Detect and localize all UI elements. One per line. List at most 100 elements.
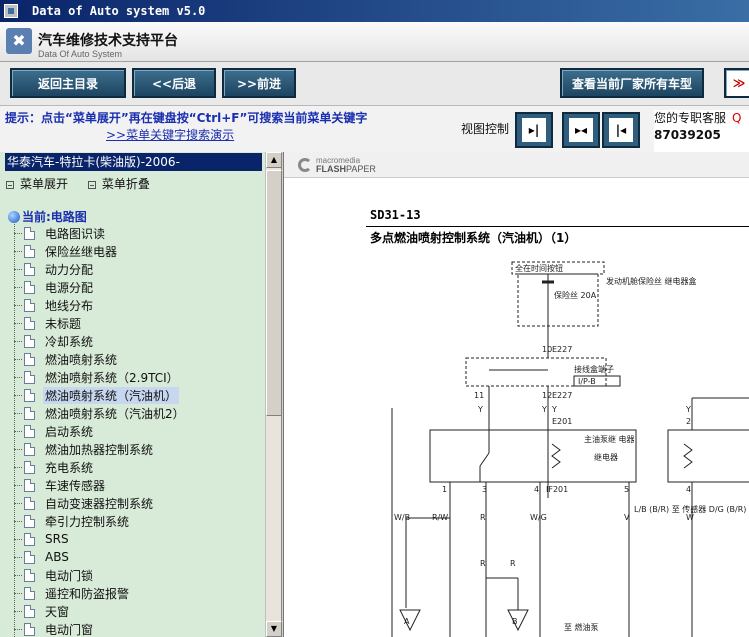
sidebar-item-label: 电动门窗 — [45, 622, 94, 637]
all-models-button[interactable]: 查看当前厂家所有车型 — [560, 68, 704, 98]
label-pin-y1: Y — [477, 405, 483, 414]
sidebar-item[interactable]: 未标题 — [10, 314, 264, 332]
label-connector: I/P-B — [578, 377, 596, 386]
scroll-thumb[interactable] — [266, 170, 282, 416]
forward-button[interactable]: >>前进 — [222, 68, 296, 98]
label-ground-a: A — [404, 617, 410, 626]
document-icon — [24, 226, 35, 240]
support-phone: 87039205 — [654, 128, 721, 142]
expand-box-icon — [6, 180, 14, 189]
document-icon — [24, 604, 35, 618]
sidebar-item[interactable]: 电路图识读 — [10, 224, 264, 242]
tree-connector — [14, 484, 22, 486]
app-subtitle: Data Of Auto System — [38, 49, 123, 59]
label-ground-b: B — [512, 617, 518, 626]
tools-logo-icon: ✖ — [6, 28, 32, 54]
document-icon — [24, 532, 35, 546]
flashpaper-logo-icon — [298, 158, 312, 172]
support-qq-link[interactable]: Q — [732, 111, 742, 125]
view-right-button[interactable]: ▸| — [515, 112, 553, 148]
sidebar-item[interactable]: 燃油喷射系统 — [10, 350, 264, 368]
document-icon — [24, 622, 35, 636]
document-icon — [24, 352, 35, 366]
app-title: 汽车维修技术支持平台 — [38, 33, 178, 49]
sidebar-item[interactable]: 遥控和防盗报警 — [10, 584, 264, 602]
sidebar-item[interactable]: 充电系统 — [10, 458, 264, 476]
sidebar-item-label: ABS — [45, 550, 69, 564]
search-tip: 提示：点击“菜单展开”再在键盘按“Ctrl+F”可搜索当前菜单关键字 — [5, 111, 368, 125]
menu-sidebar: 华泰汽车-特拉卡(柴油版)-2006- 菜单展开 菜单折叠 当前:电路图 电路图… — [0, 152, 282, 637]
menu-expand-toggle[interactable]: 菜单展开 — [6, 177, 76, 191]
flashpaper-brand-sub: PAPER — [346, 164, 376, 174]
view-center-button[interactable]: ▸◂ — [562, 112, 600, 148]
sidebar-item[interactable]: 天窗 — [10, 602, 264, 620]
sidebar-item[interactable]: 电源分配 — [10, 278, 264, 296]
label-note: L/B (B/R) 至 传感器 D/G (B/R) 喷射器 — [634, 504, 749, 514]
sidebar-item[interactable]: 燃油喷射系统（汽油机） — [10, 386, 264, 404]
tree-connector — [14, 250, 22, 252]
home-button[interactable]: 返回主目录 — [10, 68, 126, 98]
sidebar-item[interactable]: ABS — [10, 548, 264, 566]
sidebar-item[interactable]: 车速传感器 — [10, 476, 264, 494]
sidebar-item[interactable]: 牵引力控制系统 — [10, 512, 264, 530]
sidebar-item[interactable]: 保险丝继电器 — [10, 242, 264, 260]
sidebar-item[interactable]: SRS — [10, 530, 264, 548]
sidebar-item-label: 牵引力控制系统 — [45, 514, 130, 529]
sidebar-item-label: 遥控和防盗报警 — [45, 586, 130, 601]
search-demo-link[interactable]: >>菜单关键字搜索演示 — [106, 128, 235, 142]
flashpaper-logo: macromedia FLASHPAPER — [298, 156, 376, 174]
sidebar-item-label: 电动门锁 — [45, 568, 94, 583]
tree-connector — [14, 520, 22, 522]
scroll-down-icon[interactable]: ▼ — [266, 621, 282, 637]
label-wb: W/B — [394, 513, 410, 522]
app-icon[interactable] — [4, 4, 18, 18]
sidebar-item[interactable]: 自动变速器控制系统 — [10, 494, 264, 512]
view-left-button[interactable]: |◂ — [602, 112, 640, 148]
menu-tree: 电路图识读保险丝继电器动力分配电源分配地线分布未标题冷却系统燃油喷射系统燃油喷射… — [10, 224, 264, 637]
sidebar-item-label: 车速传感器 — [45, 478, 106, 493]
sidebar-item-label: 充电系统 — [45, 460, 94, 475]
label-pin-5: 5 — [624, 485, 629, 494]
document-icon — [24, 550, 35, 564]
label-relay-note: 主油泵继 电器 — [584, 434, 635, 444]
more-button[interactable]: ≫ — [724, 68, 749, 98]
right-relay-box — [667, 429, 749, 483]
tree-connector — [14, 466, 22, 468]
sidebar-item[interactable]: 燃油喷射系统（2.9TCI） — [10, 368, 264, 386]
label-pin-4: 4 — [534, 485, 539, 494]
label-wg: W/G — [530, 513, 547, 522]
current-category[interactable]: 当前:电路图 — [8, 208, 87, 225]
sidebar-scrollbar[interactable]: ▲ ▼ — [265, 152, 282, 637]
scroll-up-icon[interactable]: ▲ — [266, 152, 282, 168]
label-pin-2: 2 — [686, 417, 691, 426]
label-if201: IF201 — [546, 485, 568, 494]
document-icon — [24, 316, 35, 330]
tree-connector — [14, 448, 22, 450]
label-sv: V — [624, 513, 630, 522]
back-button[interactable]: <<后退 — [132, 68, 216, 98]
label-fuse-note: 发动机舱保险丝 继电器盒 — [606, 276, 697, 286]
label-fuse: 保险丝 20A — [554, 290, 597, 300]
sidebar-item[interactable]: 燃油喷射系统（汽油机2） — [10, 404, 264, 422]
sidebar-item[interactable]: 启动系统 — [10, 422, 264, 440]
document-icon — [24, 406, 35, 420]
sidebar-item[interactable]: 动力分配 — [10, 260, 264, 278]
sidebar-item-label: 冷却系统 — [45, 334, 94, 349]
menu-collapse-toggle[interactable]: 菜单折叠 — [87, 177, 158, 191]
sidebar-item-label: 启动系统 — [45, 424, 94, 439]
ground-b-symbol — [507, 609, 529, 632]
document-icon — [24, 478, 35, 492]
tree-connector — [14, 394, 22, 396]
document-icon — [24, 244, 35, 258]
sidebar-item-label: 燃油喷射系统（汽油机2） — [45, 406, 185, 421]
label-r2: R — [480, 559, 486, 568]
sidebar-item[interactable]: 电动门窗 — [10, 620, 264, 637]
sidebar-item[interactable]: 电动门锁 — [10, 566, 264, 584]
sidebar-item[interactable]: 地线分布 — [10, 296, 264, 314]
sidebar-item[interactable]: 冷却系统 — [10, 332, 264, 350]
label-pin-y3: Y — [685, 405, 691, 414]
document-icon — [24, 514, 35, 528]
window-titlebar: Data of Auto system v5.0 — [0, 0, 749, 22]
sidebar-item[interactable]: 燃油加热器控制系统 — [10, 440, 264, 458]
